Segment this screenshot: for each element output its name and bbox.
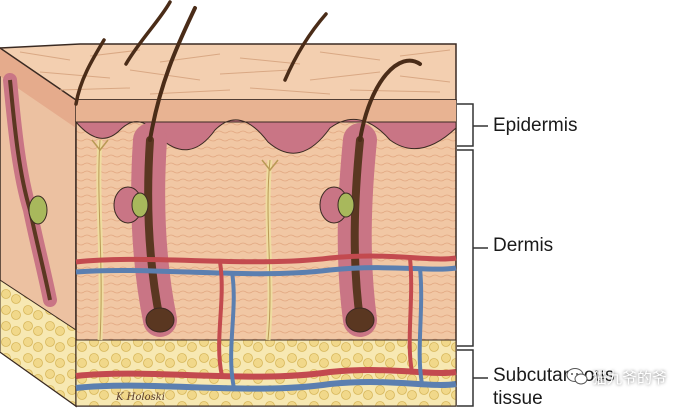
watermark: 猫九爷的爷 <box>566 366 667 388</box>
blood-vessels <box>75 253 457 392</box>
dermis-bracket <box>457 149 488 347</box>
layer-brackets <box>457 103 488 407</box>
epidermis-label: Epidermis <box>493 115 578 136</box>
subcutaneous-label-line2: tissue <box>493 388 543 409</box>
watermark-text: 猫九爷的爷 <box>592 369 668 387</box>
epidermis-surface <box>0 43 457 101</box>
wechat-bubble-icon <box>566 368 588 385</box>
dermis-label: Dermis <box>493 235 554 256</box>
epidermis-bracket <box>457 103 488 147</box>
nerve-fibers <box>91 139 279 341</box>
hair-follicles <box>74 0 422 337</box>
block-side-face <box>0 47 77 408</box>
artist-signature: K Holoski <box>116 392 165 403</box>
subcutaneous-bracket <box>457 349 488 407</box>
